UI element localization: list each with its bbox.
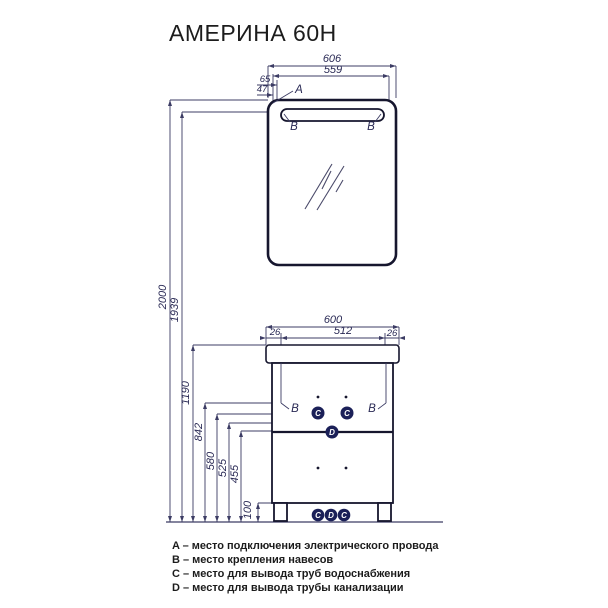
- dim-100: 100: [242, 500, 254, 519]
- height-dim-vertical-lines: [169, 100, 259, 522]
- handle-dot: [344, 466, 348, 470]
- mirror-b-leaders: [283, 113, 382, 123]
- mirror-outline: [266, 98, 398, 267]
- cabinet-countertop: [265, 344, 400, 364]
- dim-455: 455: [229, 464, 241, 483]
- bottom-marker-c2: [337, 508, 351, 522]
- cabinet-overhang-left-dim: 26: [269, 327, 281, 338]
- water-supply-marker-right-label: C: [344, 409, 350, 418]
- mirror-offset-47-dim: 47: [257, 84, 268, 95]
- legend-item-a: A – место подключения электрического про…: [172, 540, 439, 552]
- label-b-cabinet-left: B: [291, 403, 299, 415]
- label-b-cabinet-right: B: [368, 403, 376, 415]
- water-supply-marker-right: [340, 406, 354, 420]
- bottom-marker-c2-label: C: [341, 511, 347, 520]
- cabinet-leg-right: [377, 502, 392, 522]
- cabinet-dim-lines: [265, 326, 400, 363]
- water-supply-marker-left: [311, 406, 325, 420]
- drain-marker-label: D: [329, 428, 335, 437]
- height-dim-down-arrows: [168, 516, 260, 522]
- handle-dot: [316, 466, 320, 470]
- water-supply-marker-left-label: C: [315, 409, 321, 418]
- drain-marker: [325, 425, 339, 439]
- callout-a-leader: [272, 90, 294, 104]
- mirror-inner-width-dim: 559: [324, 64, 342, 76]
- label-b-mirror-right: B: [367, 121, 375, 133]
- legend-item-d: D – место для вывода трубы канализации: [172, 582, 404, 594]
- cabinet-drawing: 600 26 512 26 B B C C D C D: [260, 314, 405, 522]
- dim-2000: 2000: [157, 284, 169, 310]
- mirror-width-dim: 606: [323, 53, 342, 65]
- handle-dot: [316, 395, 320, 399]
- mirror-drawing: 606 559 65 47 A B B: [257, 53, 398, 267]
- bottom-marker-c1: [311, 508, 325, 522]
- dim-580: 580: [205, 451, 217, 470]
- mirror-glass-hatch: [304, 163, 345, 211]
- cabinet-inner-width-dim: 512: [334, 325, 352, 337]
- cabinet-leg-left: [273, 502, 288, 522]
- cabinet-overhang-right-dim: 26: [386, 328, 398, 339]
- bottom-marker-d: [324, 508, 338, 522]
- bottom-marker-d-label: D: [328, 511, 334, 520]
- label-a: A: [294, 84, 303, 96]
- handle-dot: [344, 395, 348, 399]
- legend-item-c: C – место для вывода труб водоснабжения: [172, 568, 410, 580]
- label-b-mirror-left: B: [290, 121, 298, 133]
- legend-item-b: B – место крепления навесов: [172, 554, 333, 566]
- mirror-lamp: [280, 108, 385, 122]
- cabinet-width-dim: 600: [324, 314, 343, 326]
- legend: A – место подключения электрического про…: [172, 540, 439, 594]
- dim-1939: 1939: [169, 298, 181, 322]
- cabinet-b-leaders: [280, 363, 387, 410]
- page-title: АМЕРИНА 60Н: [169, 20, 337, 46]
- bottom-marker-c1-label: C: [315, 511, 321, 520]
- mirror-dim-lines: [257, 65, 397, 108]
- mirror-offset-65-dim: 65: [260, 74, 271, 85]
- dim-842: 842: [193, 423, 205, 441]
- dim-1190: 1190: [180, 380, 192, 405]
- dim-525: 525: [217, 458, 229, 477]
